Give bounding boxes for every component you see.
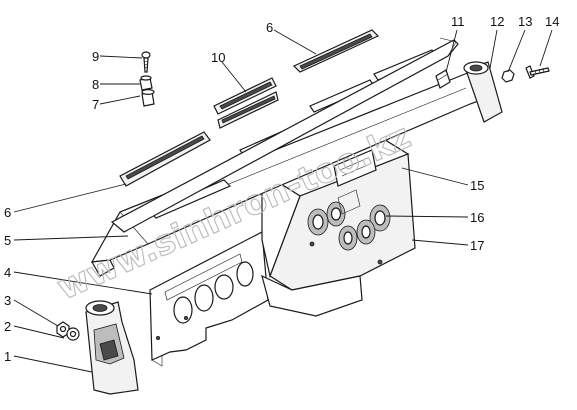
callout-9: 9 [92, 49, 99, 64]
callout-10: 10 [211, 50, 225, 65]
callout-13: 13 [518, 14, 532, 29]
dashboard-upper-cover [110, 37, 459, 233]
callout-6a: 6 [4, 205, 11, 220]
callout-2: 2 [4, 319, 11, 334]
callout-6b: 6 [266, 20, 273, 35]
fasteners-right [501, 65, 550, 83]
callout-5: 5 [4, 233, 11, 248]
leader-lines [13, 29, 553, 373]
nut-and-washer [56, 321, 80, 341]
callout-12: 12 [490, 14, 504, 29]
callout-7: 7 [92, 97, 99, 112]
grille-mid-upper [213, 77, 277, 115]
callout-numbers: 1 2 3 4 5 6 6 7 8 9 10 11 12 13 14 15 16… [4, 14, 559, 364]
left-pillar-trim [85, 300, 139, 395]
callout-8: 8 [92, 77, 99, 92]
fasteners-left [139, 51, 155, 107]
callout-1: 1 [4, 349, 11, 364]
grille-left [119, 131, 211, 187]
callout-16: 16 [470, 210, 484, 225]
callout-4: 4 [4, 265, 11, 280]
grille-mid-lower [217, 91, 279, 129]
clip-11 [435, 69, 451, 89]
front-panel [149, 231, 269, 367]
callout-3: 3 [4, 293, 11, 308]
callout-14: 14 [545, 14, 559, 29]
callout-11: 11 [451, 14, 465, 29]
callout-15: 15 [470, 178, 484, 193]
callout-17: 17 [470, 238, 484, 253]
right-pillar-trim [463, 61, 503, 123]
grille-top-right [292, 29, 380, 73]
instrument-console [260, 131, 416, 317]
